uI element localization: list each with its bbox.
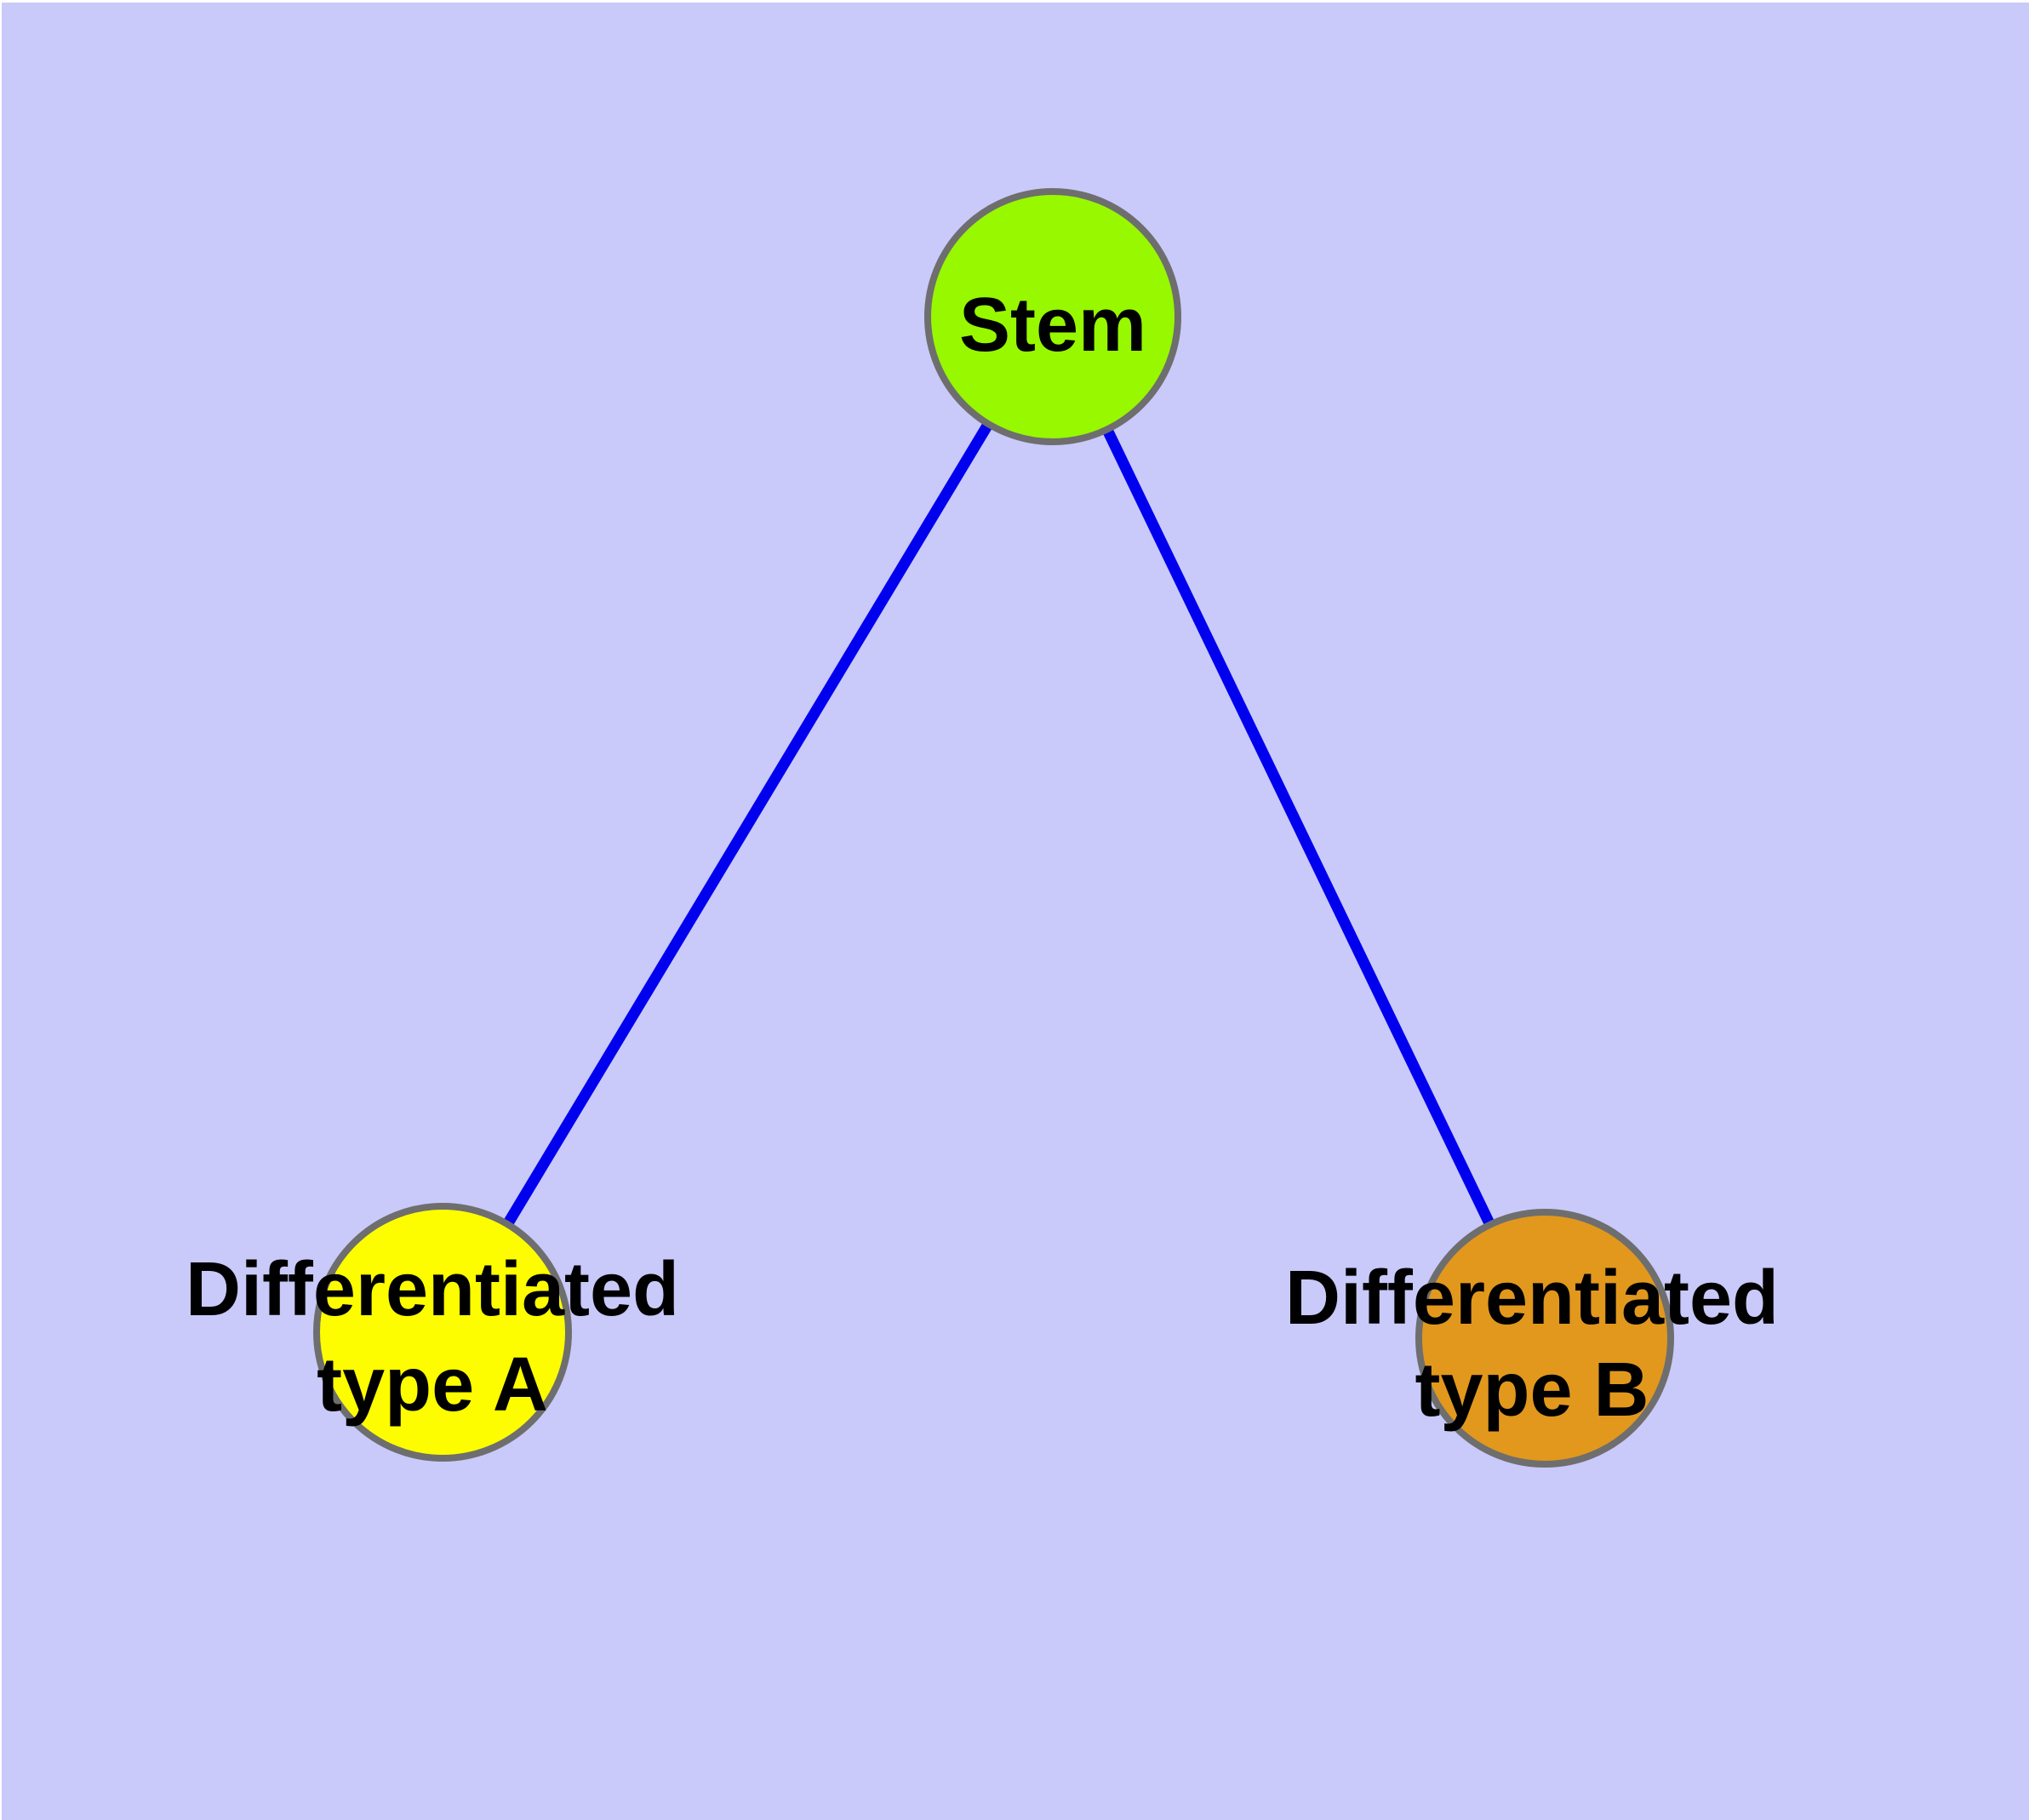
node-type-a-label-line2: type A xyxy=(317,1342,548,1428)
node-type-b-circle xyxy=(1415,1209,1674,1468)
node-stem-label: Stem xyxy=(959,283,1146,368)
node-type-a-circle xyxy=(313,1203,572,1462)
node-type-b-label-line2: type B xyxy=(1415,1348,1649,1433)
edge-stem-to-type-a xyxy=(437,313,1058,1336)
node-type-a-label-line1: Differentiated xyxy=(186,1247,679,1332)
node-type-b-label-line1: Differentiated xyxy=(1285,1256,1779,1341)
node-stem-circle xyxy=(924,188,1181,445)
edge-stem-to-type-b xyxy=(1048,314,1550,1341)
